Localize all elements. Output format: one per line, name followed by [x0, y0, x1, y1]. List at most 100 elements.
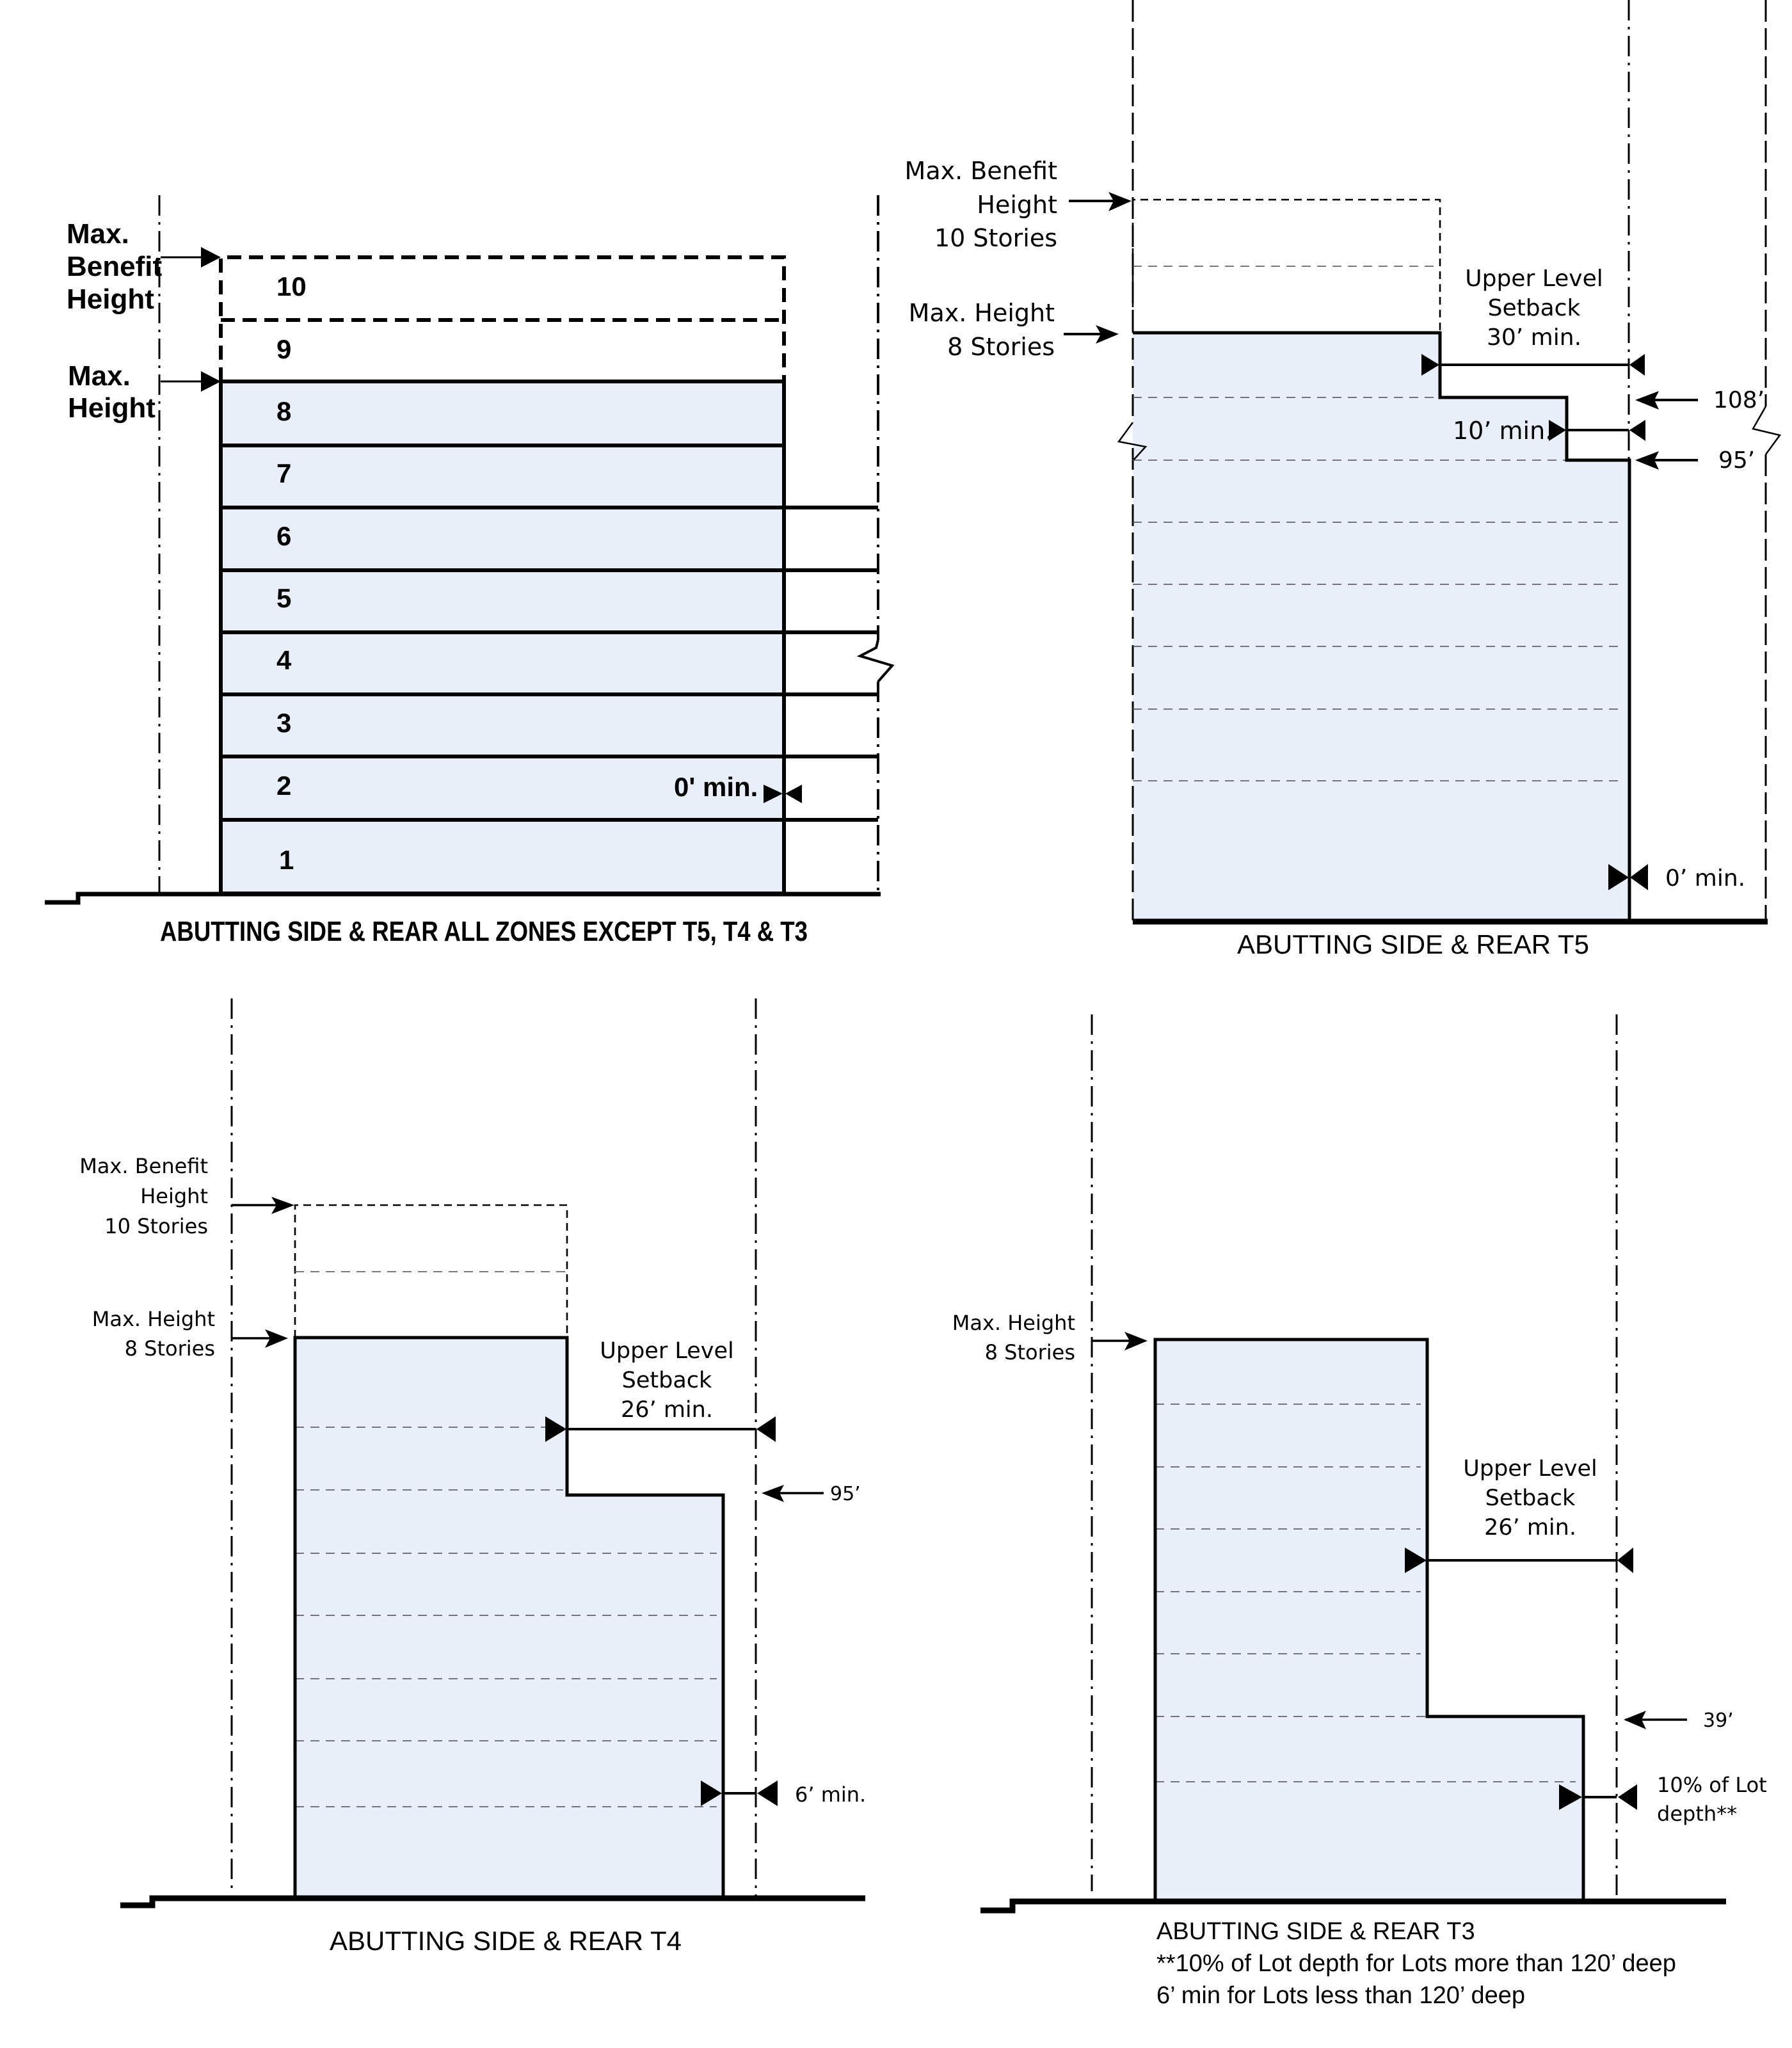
break-line-icon — [1752, 406, 1782, 455]
ground-line — [980, 1898, 1726, 1914]
caption-t4: ABUTTING SIDE & REAR T4 — [330, 1926, 682, 1956]
label-line: Setback — [1488, 295, 1581, 321]
panel-all-zones: 10 9 8 7 6 5 4 3 2 1 Max. Benefit Height… — [45, 195, 895, 947]
ground-line — [45, 892, 881, 905]
dimension-arrow-icon — [1629, 420, 1645, 441]
floor-number: 3 — [276, 708, 291, 738]
floor-numbers: 10 9 8 7 6 5 4 3 2 1 — [276, 271, 307, 875]
label-line: depth** — [1657, 1802, 1737, 1826]
label-line: Max. Height — [92, 1307, 215, 1331]
floor-number: 1 — [279, 845, 294, 875]
label-line: Max. — [67, 218, 129, 250]
label-line: Height — [68, 392, 156, 424]
caption-t5: ABUTTING SIDE & REAR T5 — [1237, 929, 1589, 959]
building-fill — [221, 381, 784, 893]
label-line: Setback — [622, 1368, 712, 1393]
caption-line: 6’ min for Lots less than 120’ deep — [1156, 1982, 1525, 2009]
caption-line: ABUTTING SIDE & REAR T3 — [1156, 1918, 1475, 1945]
label-max-height: Max. Height 8 Stories — [909, 299, 1055, 361]
floor-number: 10 — [276, 271, 307, 301]
dimension-arrow-icon — [1608, 864, 1629, 890]
dimension-arrow-icon — [1630, 864, 1648, 890]
label-line: Setback — [1485, 1485, 1576, 1511]
break-line-icon — [856, 639, 895, 683]
floor-number: 7 — [276, 458, 291, 488]
label-line: 8 Stories — [125, 1336, 215, 1361]
label-height-95: 95’ — [1718, 447, 1755, 474]
label-line: Height — [67, 284, 154, 315]
label-max-benefit-height: Max. Benefit Height 10 Stories — [905, 157, 1057, 252]
dimension-arrow-icon — [545, 1416, 566, 1442]
label-max-benefit-height: Max. Benefit Height 10 Stories — [79, 1154, 208, 1238]
panel-t3: Max. Height 8 Stories Upper Level Setbac… — [952, 1014, 1767, 2009]
dimension-arrow-icon — [764, 785, 783, 803]
arrow-right-icon — [265, 1329, 288, 1348]
panel-t4: Max. Benefit Height 10 Stories Max. Heig… — [79, 998, 866, 1956]
arrow-right-icon — [1124, 1332, 1148, 1350]
caption-line: **10% of Lot depth for Lots more than 12… — [1156, 1950, 1676, 1977]
label-line: Max. — [68, 360, 131, 392]
label-max-benefit-height: Max. Benefit Height — [67, 218, 162, 315]
panel-t5: Max. Benefit Height 10 Stories Max. Heig… — [905, 0, 1782, 959]
label-line: 10 Stories — [934, 224, 1057, 252]
arrow-left-icon — [1624, 1711, 1646, 1729]
benefit-floors-outline — [219, 255, 786, 381]
label-max-height: Max. Height — [68, 360, 156, 424]
dimension-arrow-icon — [1421, 354, 1439, 376]
label-line: 10 Stories — [104, 1214, 208, 1238]
dimension-arrow-icon — [756, 1416, 776, 1442]
label-base-setback: 6’ min. — [795, 1782, 866, 1807]
label-line: 26’ min. — [621, 1397, 713, 1423]
label-line: 8 Stories — [985, 1340, 1075, 1364]
label-line: 10% of Lot — [1657, 1773, 1767, 1797]
label-line: 30’ min. — [1487, 324, 1581, 351]
label-max-height: Max. Height 8 Stories — [92, 1307, 215, 1361]
arrow-right-icon — [201, 247, 221, 268]
dimension-arrow-icon — [1549, 420, 1566, 441]
label-step-setback: 10’ min. — [1453, 417, 1553, 445]
label-line: Upper Level — [1463, 1456, 1597, 1482]
dimension-arrow-icon — [1629, 354, 1645, 376]
arrow-right-icon — [201, 371, 221, 392]
arrow-left-icon — [1635, 451, 1659, 470]
arrow-right-icon — [1108, 192, 1132, 211]
dimension-arrow-icon — [785, 785, 802, 803]
label-line: Height — [977, 191, 1057, 219]
floor-lines — [221, 444, 878, 822]
dimension-arrow-icon — [1559, 1784, 1582, 1810]
label-height-95: 95’ — [830, 1483, 861, 1505]
floor-lines — [1155, 1404, 1576, 1782]
floor-lines — [1133, 397, 1622, 781]
label-line: Height — [140, 1184, 208, 1208]
caption-all-zones: ABUTTING SIDE & REAR ALL ZONES EXCEPT T5… — [160, 916, 808, 947]
label-max-height: Max. Height 8 Stories — [952, 1311, 1075, 1364]
building-outline — [1133, 331, 1631, 922]
floor-number: 5 — [276, 583, 291, 613]
floor-number: 4 — [276, 645, 292, 675]
floor-number: 6 — [276, 521, 291, 551]
label-line: Max. Benefit — [905, 157, 1057, 185]
label-base-setback: 0’ min. — [1665, 865, 1745, 892]
label-upper-setback: Upper Level Setback 26’ min. — [600, 1338, 734, 1423]
building-fill — [1133, 333, 1629, 922]
ground-line — [120, 1895, 865, 1908]
dimension-arrow-icon — [701, 1780, 722, 1806]
floor-number: 8 — [276, 396, 291, 426]
floor-lines — [295, 1427, 717, 1807]
label-line: Max. Height — [952, 1311, 1075, 1335]
label-height-39: 39’ — [1703, 1709, 1734, 1732]
label-line: Max. Benefit — [79, 1154, 208, 1178]
dimension-arrow-icon — [1617, 1548, 1633, 1573]
building-fill — [1155, 1340, 1583, 1901]
label-line: Max. Height — [909, 299, 1055, 327]
label-base-setback: 10% of Lot depth** — [1657, 1773, 1767, 1826]
label-upper-setback: Upper Level Setback 30’ min. — [1465, 266, 1603, 351]
label-line: Upper Level — [1465, 266, 1603, 292]
label-line: Upper Level — [600, 1338, 734, 1364]
label-upper-setback: Upper Level Setback 26’ min. — [1463, 1456, 1597, 1540]
arrow-right-icon — [271, 1197, 294, 1214]
dimension-arrow-icon — [1405, 1548, 1427, 1573]
building-fill — [295, 1338, 723, 1898]
arrow-left-icon — [1635, 391, 1659, 410]
